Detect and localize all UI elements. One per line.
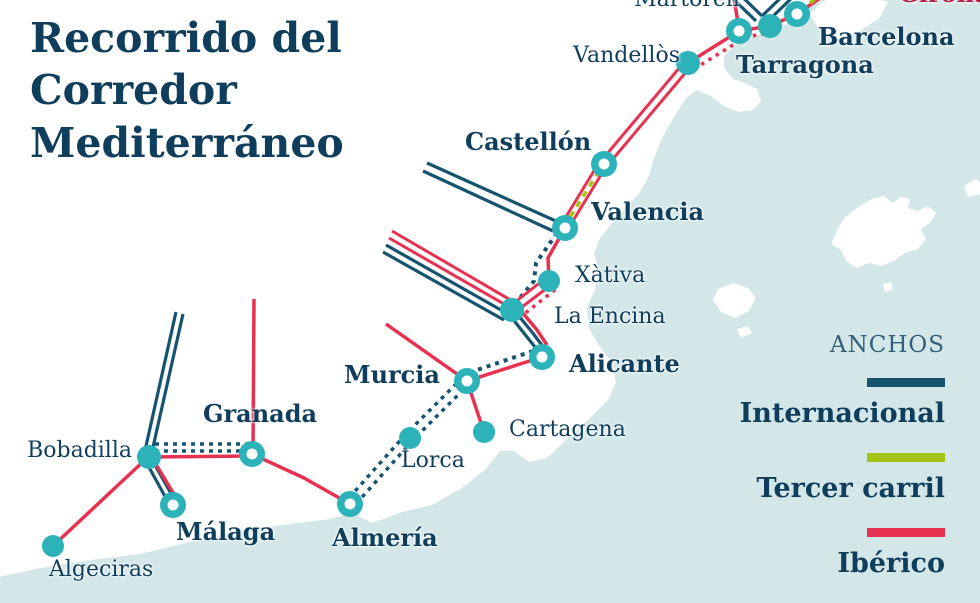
rail-segment-bundle-db-a	[385, 243, 509, 316]
legend-swatch-iberico	[867, 528, 945, 538]
island-cabrera	[883, 282, 893, 292]
city-label-martorell: Martorell	[634, 0, 740, 12]
city-label-la-encina: La Encina	[554, 304, 666, 329]
station-node-hole-valencia	[559, 222, 571, 234]
city-label-lorca: Lorca	[401, 448, 465, 473]
station-node-lorca	[399, 427, 421, 449]
city-label-algeciras: Algeciras	[49, 557, 154, 582]
rail-segment-red-laencina-alicante	[515, 304, 549, 346]
legend-item-internacional: Internacional	[740, 378, 945, 429]
rail-segment-red-valencia-castellon-a	[559, 160, 602, 226]
city-label-girona: Girona	[898, 0, 980, 7]
rail-segment-red-granada-north	[251, 298, 256, 453]
station-node-hole-alicante	[536, 351, 548, 363]
rail-segment-db-bobadilla-north-a	[142, 311, 178, 456]
page-title: Recorrido del Corredor Mediterráneo	[30, 12, 344, 169]
city-label-bobadilla: Bobadilla	[27, 438, 132, 463]
island-menorca	[964, 179, 980, 197]
station-node-martorell-junction	[758, 14, 782, 38]
rail-segment-red-granada-almeria	[251, 452, 351, 506]
rail-segment-db-dotted-murcia-almeria-b	[353, 381, 472, 507]
title-line-3: Mediterráneo	[30, 118, 344, 167]
city-label-barcelona: Barcelona	[818, 22, 955, 51]
rail-segment-db-martorell-v-left-b	[731, 0, 758, 23]
station-node-algeciras	[42, 535, 64, 557]
rail-segment-db-madrid-valencia-a	[426, 161, 559, 224]
legend-item-iberico: Ibérico	[837, 528, 945, 579]
rail-segment-red-castellon-vandellos-a	[599, 59, 688, 162]
station-node-hole-almeria	[344, 498, 356, 510]
rail-segment-db-madrid-valencia-b	[422, 169, 554, 233]
station-node-vandellos	[676, 51, 700, 75]
station-node-hole-granada	[246, 448, 258, 460]
station-node-la-encina	[500, 298, 524, 322]
rail-segment-db-dotted-valencia-laencina	[513, 231, 559, 306]
city-label-valencia: Valencia	[591, 197, 705, 226]
title-line-1: Recorrido del	[30, 14, 342, 62]
city-label-murcia: Murcia	[344, 360, 440, 389]
legend-swatch-tercer-carril	[867, 453, 945, 463]
city-label-almeria: Almería	[332, 523, 438, 552]
station-node-hole-malaga	[167, 499, 179, 511]
rail-segment-red-bobadilla-granada	[148, 454, 253, 459]
legend-item-tercer-carril: Tercer carril	[756, 453, 945, 504]
island-mallorca	[831, 196, 936, 268]
island-ibiza	[713, 283, 756, 318]
rail-segment-db-dotted-murcia-almeria-a	[346, 375, 465, 501]
station-node-cartagena	[473, 421, 495, 443]
rail-segment-bundle-db-b	[382, 250, 505, 322]
station-node-hole-murcia	[461, 375, 473, 387]
station-node-hole-barcelona	[791, 8, 803, 20]
rail-segment-red-castellon-vandellos-b	[605, 64, 694, 167]
city-label-granada: Granada	[203, 399, 318, 428]
station-node-xativa	[538, 270, 560, 292]
city-label-malaga: Málaga	[176, 517, 276, 546]
station-node-bobadilla	[137, 445, 161, 469]
rail-segment-db-martorell-v-left-a	[743, 0, 764, 18]
rail-segment-red-madrid-murcia	[384, 322, 469, 383]
legend-label-iberico: Ibérico	[837, 548, 945, 580]
legend-label-internacional: Internacional	[739, 398, 945, 429]
legend-swatch-internacional	[867, 378, 945, 387]
city-label-vandellos: Vandellòs	[573, 43, 680, 68]
rail-segment-red-alicante-murcia	[466, 355, 543, 383]
legend-label-tercer-carril: Tercer carril	[756, 473, 945, 505]
city-label-cartagena: Cartagena	[509, 417, 626, 442]
rail-segment-db-bobadilla-north-b	[149, 313, 185, 457]
rail-segment-db-dotted-alicante-murcia	[470, 349, 534, 374]
rail-segment-bundle-red-b	[388, 236, 512, 310]
station-node-hole-castellon	[598, 158, 610, 170]
rail-segment-red-bobadilla-algeciras	[51, 456, 149, 548]
legend-heading: ANCHOS	[829, 332, 945, 358]
rail-segment-db-martorell-v-right-a	[760, 0, 781, 18]
city-label-xativa: Xàtiva	[575, 263, 646, 288]
rail-segment-bundle-red-a	[391, 229, 515, 304]
city-label-tarragona: Tarragona	[736, 50, 874, 79]
island-girona-coast-land	[810, 0, 888, 40]
city-label-castellon: Castellón	[465, 127, 592, 156]
station-node-hole-coastal-junction	[733, 25, 745, 37]
title-line-2: Corredor	[30, 66, 237, 115]
island-formentera	[737, 326, 752, 338]
city-label-alicante: Alicante	[569, 349, 680, 378]
